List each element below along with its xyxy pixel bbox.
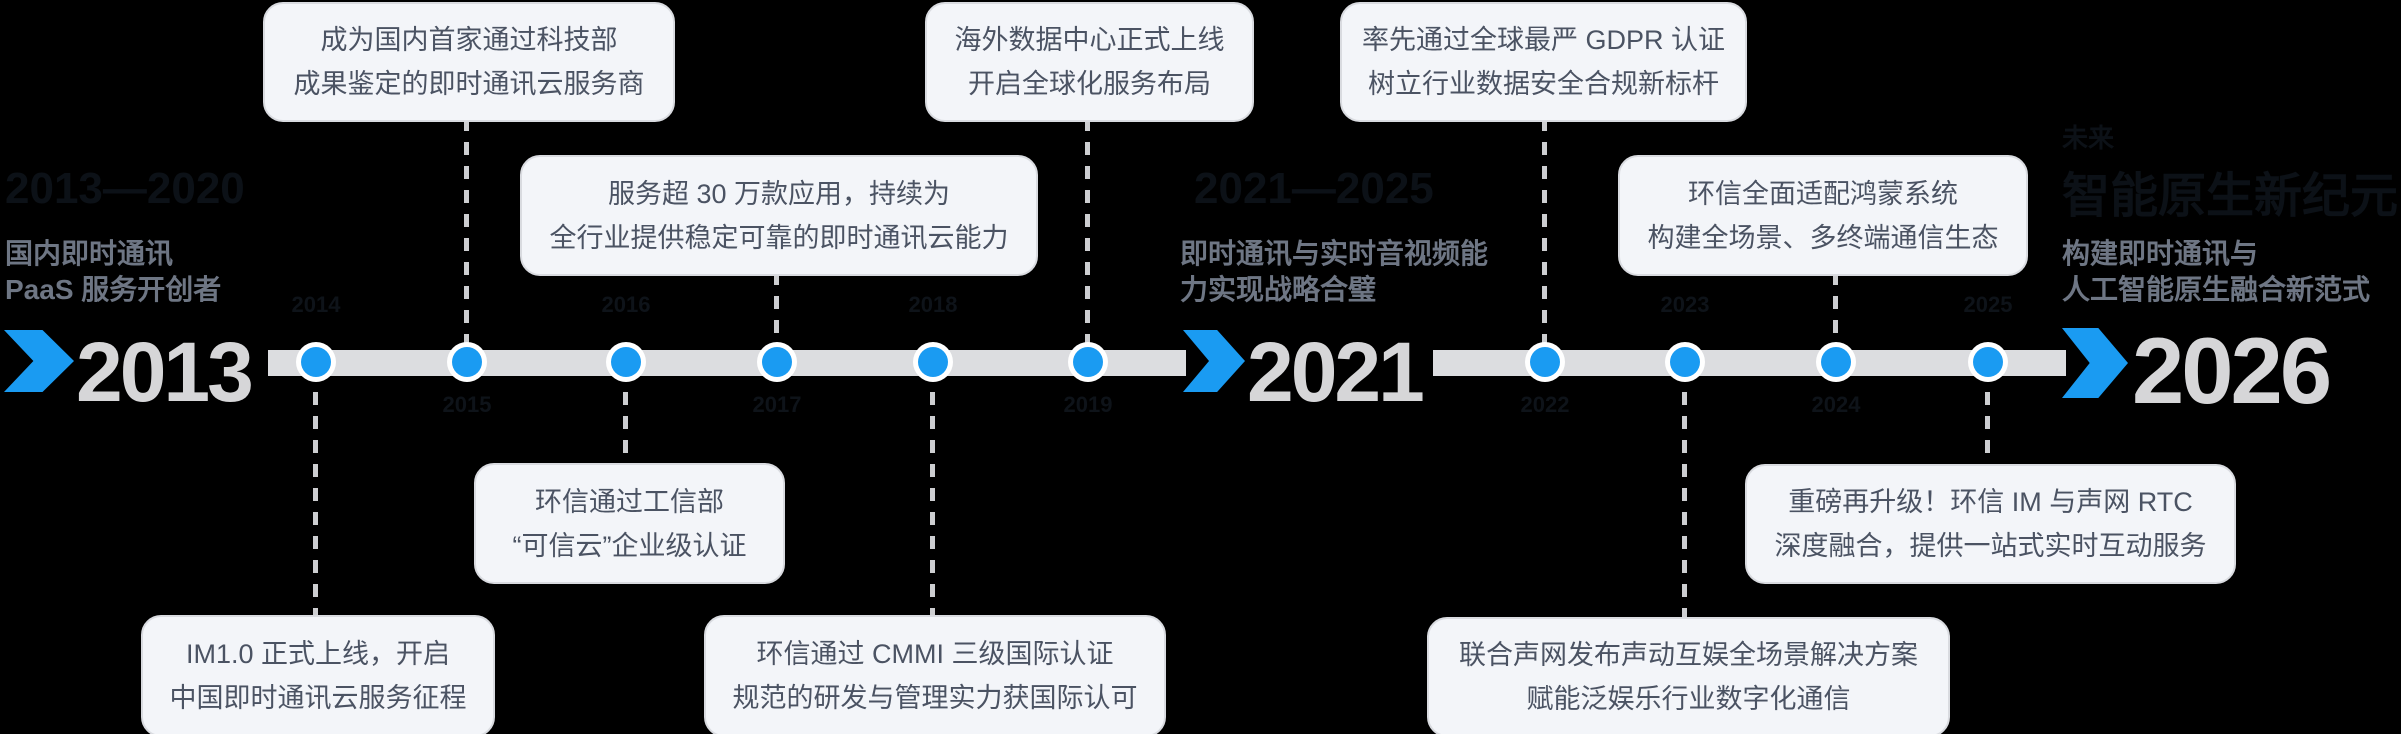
milestone-card-line: 联合声网发布声动互娱全场景解决方案: [1459, 640, 1918, 670]
milestone-card-line: 中国即时通讯云服务征程: [169, 683, 467, 713]
timeline-dot-1: [296, 342, 336, 382]
timeline-dot-2: [447, 342, 487, 382]
timeline-dot-8: [1665, 342, 1705, 382]
dot-year-label-7: 2022: [1520, 392, 1570, 417]
era-2013-chevron-icon: [4, 330, 74, 392]
milestone-card-line: 服务超 30 万款应用，持续为: [607, 178, 951, 209]
connector-milestone-2: [464, 118, 469, 356]
milestone-card-line: 全行业提供稳定可靠的即时通讯云能力: [549, 222, 1009, 253]
era-2013-year: 2013: [76, 325, 254, 419]
milestone-card-im-rtc-fusion: 重磅再升级！环信 IM 与声网 RTC 深度融合，提供一站式实时互动服务: [1745, 464, 2236, 584]
timeline-dot-7: [1525, 342, 1565, 382]
dot-year-label-1: 2014: [291, 292, 341, 317]
milestone-card-line: 率先通过全球最严 GDPR 认证: [1361, 25, 1725, 55]
milestone-card-line: 重磅再升级！环信 IM 与声网 RTC: [1788, 487, 2193, 517]
milestone-card-agora-entertainment: 联合声网发布声动互娱全场景解决方案 赋能泛娱乐行业数字化通信: [1427, 617, 1950, 734]
dot-year-label-10: 2025: [1963, 292, 2013, 317]
milestone-card-line: 规范的研发与管理实力获国际认可: [732, 683, 1138, 713]
timeline-dot-9: [1816, 342, 1856, 382]
milestone-card-trusted-cloud: 环信通过工信部 “可信云”企业级认证: [474, 463, 785, 584]
milestone-card-line: “可信云”企业级认证: [512, 530, 747, 561]
timeline-dot-4: [757, 342, 797, 382]
milestone-card-line: 赋能泛娱乐行业数字化通信: [1526, 684, 1851, 714]
milestone-card-line: 环信通过 CMMI 三级国际认证: [756, 639, 1114, 669]
timeline-dot-5: [913, 342, 953, 382]
milestone-card-line: 成为国内首家通过科技部: [320, 25, 618, 55]
dot-year-label-4: 2017: [752, 392, 802, 417]
milestone-card-most-appraisal: 成为国内首家通过科技部 成果鉴定的即时通讯云服务商: [263, 2, 675, 122]
milestone-card-line: 海外数据中心正式上线: [954, 25, 1225, 55]
era-2026-subtitle-line2: 人工智能原生融合新范式: [2062, 274, 2371, 305]
connector-milestone-8: [1682, 368, 1687, 617]
connector-milestone-3: [623, 368, 628, 463]
connector-milestone-9: [1833, 272, 1838, 356]
milestone-card-line: 成果鉴定的即时通讯云服务商: [293, 69, 645, 99]
timeline-dot-6: [1068, 342, 1108, 382]
era-2026-year: 2026: [2132, 318, 2332, 423]
milestone-card-harmonyos: 环信全面适配鸿蒙系统 构建全场景、多终端通信生态: [1618, 155, 2028, 276]
connector-milestone-1: [313, 368, 318, 615]
milestone-card-overseas-datacenter: 海外数据中心正式上线 开启全球化服务布局: [925, 2, 1254, 122]
era-2021-subtitle-line1: 即时通讯与实时音视频能: [1180, 238, 1489, 269]
milestone-card-im1-launch: IM1.0 正式上线，开启 中国即时通讯云服务征程: [141, 615, 495, 734]
dot-year-label-9: 2024: [1811, 392, 1861, 417]
timeline-bar-left: [268, 350, 1186, 376]
era-2021-chevron-icon: [1183, 330, 1245, 392]
era-2021-subtitle-line2: 力实现战略合璧: [1180, 274, 1377, 305]
dot-year-label-2: 2015: [442, 392, 492, 417]
milestone-card-line: 开启全球化服务布局: [968, 69, 1211, 99]
dot-year-label-3: 2016: [601, 292, 651, 317]
connector-milestone-4: [774, 272, 779, 356]
milestone-card-cmmi: 环信通过 CMMI 三级国际认证 规范的研发与管理实力获国际认可: [704, 615, 1166, 734]
era-2013-subtitle-line2: PaaS 服务开创者: [5, 274, 222, 305]
era-2021-year: 2021: [1247, 325, 1425, 419]
era-2026-subtitle-line1: 构建即时通讯与: [2062, 238, 2259, 269]
era-2021-ghost-headline: 2021—2025: [1194, 164, 1434, 213]
milestone-card-line: 树立行业数据安全合规新标杆: [1368, 69, 1719, 99]
connector-milestone-5: [930, 368, 935, 615]
dot-year-label-6: 2019: [1063, 392, 1113, 417]
timeline-dot-3: [606, 342, 646, 382]
era-2013-subtitle-line1: 国内即时通讯: [5, 238, 174, 269]
milestone-card-line: 环信通过工信部: [535, 486, 724, 517]
dot-year-label-5: 2018: [908, 292, 958, 317]
connector-milestone-6: [1085, 118, 1090, 356]
era-2013-ghost-headline: 2013—2020: [5, 164, 245, 213]
timeline-dot-10: [1968, 342, 2008, 382]
era-2026-ghost-headline-small: 未来: [2062, 123, 2115, 153]
milestone-card-line: 构建全场景、多终端通信生态: [1647, 222, 1999, 253]
milestone-card-300k-apps: 服务超 30 万款应用，持续为 全行业提供稳定可靠的即时通讯云能力: [520, 155, 1038, 276]
era-2026-ghost-headline: 智能原生新纪元: [2062, 170, 2399, 223]
milestone-card-line: IM1.0 正式上线，开启: [185, 639, 451, 669]
milestone-card-line: 环信全面适配鸿蒙系统: [1688, 178, 1958, 209]
connector-milestone-10: [1985, 368, 1990, 464]
milestone-card-line: 深度融合，提供一站式实时互动服务: [1774, 531, 2207, 561]
era-2026-chevron-icon: [2062, 328, 2128, 398]
dot-year-label-8: 2023: [1660, 292, 1710, 317]
milestone-card-gdpr: 率先通过全球最严 GDPR 认证 树立行业数据安全合规新标杆: [1340, 2, 1747, 122]
connector-milestone-7: [1542, 118, 1547, 356]
